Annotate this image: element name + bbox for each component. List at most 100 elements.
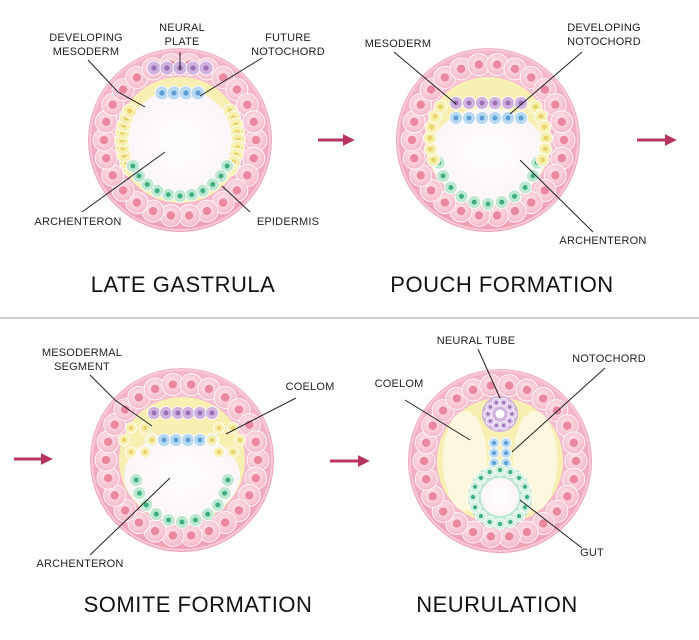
epidermis-cell [562,431,586,455]
pointer-gut [519,499,583,549]
label-neural-plate-line1: NEURAL [159,22,205,34]
embryo-neurulation [408,369,592,553]
pointer-lines [81,51,606,556]
coelom-cell [118,434,130,446]
mesoderm-cell [535,152,550,167]
mesoderm-cell [538,142,553,156]
pointer-archenteron-2 [519,159,594,233]
pointer-developing-mesoderm [87,59,146,108]
gut-cell [521,491,533,503]
label-coelom-4: COELOM [375,378,424,390]
gut-cell [504,466,517,478]
mesodermal-segment-cell [193,406,207,420]
endoderm-cell [150,183,165,198]
mesodermal-segment-cell [159,406,173,420]
epidermis-cell [179,373,203,396]
notochord-cell [500,437,512,449]
embryo-pouch-formation [396,48,580,232]
notochord-cell [475,111,489,125]
pointer-developing-notochord [509,51,583,115]
notochord-cell [166,85,182,101]
coelom-cell [125,421,137,434]
label-developing-mesoderm-line1: DEVELOPING [49,32,123,44]
gut-cell [475,472,487,484]
labels-pouch-formation: MESODERM DEVELOPING NOTOCHORD ARCHENTERO… [365,22,647,297]
neural-tube-cell [505,402,515,412]
gut-lumen [481,478,519,516]
mesodermal-segment-cell [171,406,185,420]
epidermis-cell [94,110,118,134]
endoderm-cell [139,498,154,512]
epidermis-cell [244,430,268,454]
mesoderm-cell [462,96,476,110]
mesoderm-cell [501,96,515,110]
epidermis-cell [467,53,491,76]
mesoderm-cell [534,109,548,124]
neural-plate-cell [198,60,214,76]
neural-plate-cell [146,60,162,76]
notochord-cell [514,111,528,125]
endoderm-cell [217,486,232,501]
title-somite-formation: SOMITE FORMATION [84,592,313,617]
endoderm-cell [188,513,203,527]
labels-neurulation: NEURAL TUBE NOTOCHORD COELOM GUT NEURULA… [375,335,646,617]
epidermis-cell [96,466,120,490]
embryo-late-gastrula [88,48,272,232]
labels-somite-formation: MESODERMAL SEGMENT COELOM ARCHENTERON SO… [36,347,334,617]
label-coelom-3: COELOM [286,381,335,393]
title-neurulation: NEURULATION [416,592,578,617]
epidermis-cell [414,431,438,455]
pointer-coelom-3 [225,397,297,435]
archenteron-cavity [124,434,240,518]
endoderm-cell [173,189,187,203]
label-archenteron-2: ARCHENTERON [559,235,646,247]
gut-cell [519,480,531,493]
label-gut: GUT [580,547,604,559]
mesoderm-cell [122,103,138,119]
epidermis-cell [242,110,266,134]
epidermis-cell [94,146,118,170]
neural-canal [495,409,505,419]
labels-late-gastrula: DEVELOPING MESODERM NEURAL PLATE FUTURE … [34,22,324,297]
gut-cell [519,501,531,514]
coelom-cell [213,446,225,459]
label-mesodermal-segment-line2: SEGMENT [54,361,110,373]
coelom-cell [206,434,218,446]
mesodermal-segment-cell [205,406,219,420]
notochord-cell [193,433,207,447]
coelom-cell [139,446,151,459]
endoderm-cell [125,159,140,173]
neural-tube-cell [483,409,493,419]
epidermis-cell [555,414,579,438]
endoderm-cell [507,189,522,204]
epidermis-cell [161,373,185,396]
coelom-cell [146,434,158,446]
endoderm-cell [526,169,540,183]
endoderm-cell [443,180,458,195]
title-late-gastrula: LATE GASTRULA [91,272,276,297]
notochord-cell [501,111,515,125]
endoderm-cell [161,513,176,527]
coelom-cell [227,446,239,459]
endoderm-cell [220,159,235,173]
label-developing-notochord-line1: DEVELOPING [567,22,641,34]
endoderm-cell [494,195,509,209]
endoderm-cell [518,180,533,195]
epidermis-cell [409,163,433,187]
gut-cell [469,501,481,514]
epidermis-cell [143,377,167,401]
gut-cell [513,472,525,484]
epidermis-cell [485,204,509,227]
label-archenteron-3: ARCHENTERON [36,558,123,570]
pointer-notochord [511,367,606,453]
endoderm-cell [205,177,220,192]
pointer-mesodermal-segment [89,374,153,427]
coelom-cell [139,421,151,434]
pointer-archenteron-3 [89,477,171,556]
label-future-notochord-line2: NOTOCHORD [251,46,325,58]
neural-plate-cell [185,60,201,76]
gut-cell [494,518,506,530]
mesoderm-cell [433,99,448,114]
endoderm-cell [214,169,228,183]
